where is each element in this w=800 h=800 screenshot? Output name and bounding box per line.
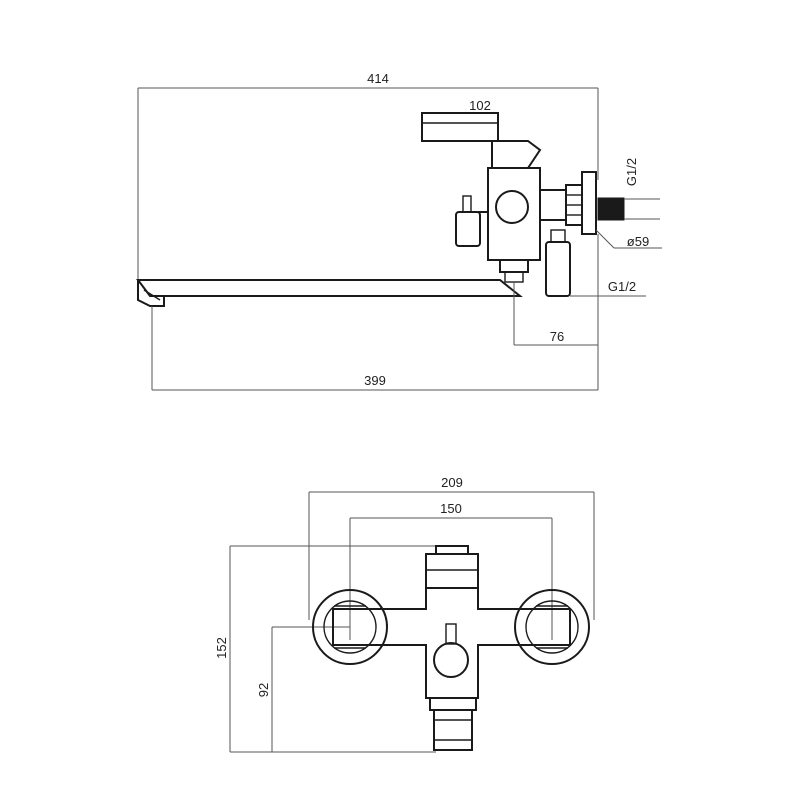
overall-length-label: 414 [367, 71, 389, 86]
flange-diameter-label: ø59 [627, 234, 649, 249]
front-body [332, 587, 571, 699]
left-wall-flange [312, 589, 388, 665]
right-wall-flange [514, 589, 590, 665]
overall-height-label: 152 [214, 637, 229, 659]
inlet-thread-bottom-label: G1/2 [608, 279, 636, 294]
front-view: 209 150 152 92 [214, 475, 595, 753]
dimension-center-distance: 150 [349, 501, 553, 640]
inlet-thread-top-label: G1/2 [624, 158, 639, 186]
front-handle [425, 545, 479, 589]
inlet-offset-label: 76 [550, 329, 564, 344]
inlet-height-label: 92 [256, 683, 271, 697]
center-distance-label: 150 [440, 501, 462, 516]
dimension-inlet-offset: 76 [513, 234, 599, 346]
side-view: 414 102 [136, 71, 662, 391]
overall-width-label: 209 [441, 475, 463, 490]
dimension-spout-reach: 399 [151, 306, 599, 391]
handle-width-label: 102 [469, 98, 491, 113]
dimension-overall-length: 414 [137, 71, 599, 280]
lower-inlet: G1/2 [545, 229, 646, 297]
front-outlet [429, 697, 477, 751]
spout-reach-label: 399 [364, 373, 386, 388]
wall-connector: G1/2 ø59 [565, 158, 662, 249]
spout [136, 279, 523, 307]
dimension-overall-width: 209 [308, 475, 595, 620]
lever-handle: 102 [421, 98, 542, 169]
dimension-inlet-height: 92 [256, 626, 350, 752]
dimension-overall-height: 152 [214, 545, 436, 753]
mixer-body [455, 167, 567, 283]
